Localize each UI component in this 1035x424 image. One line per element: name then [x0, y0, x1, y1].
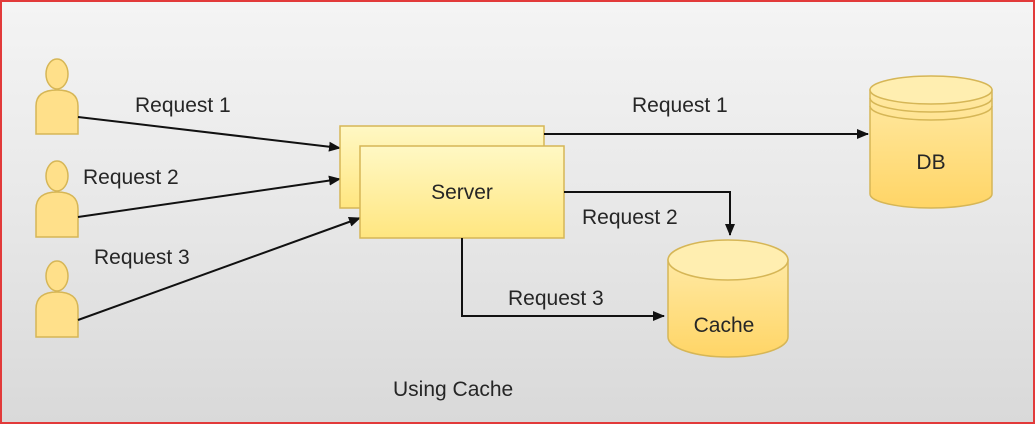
- cache-request-bottom-label: Request 3: [508, 287, 604, 310]
- cache-request-bottom-arrow: [461, 238, 665, 321]
- server-label: Server: [431, 181, 493, 204]
- user-2-icon: [35, 160, 79, 238]
- client-request-1-label: Request 1: [135, 94, 231, 117]
- request-1-arrow: [77, 116, 341, 152]
- client-request-3-label: Request 3: [94, 246, 190, 269]
- user-3-icon: [35, 260, 79, 338]
- db-cylinder: [869, 75, 993, 209]
- client-request-2-label: Request 2: [83, 166, 179, 189]
- cache-request-right-label: Request 2: [582, 206, 678, 229]
- cache-cylinder: [667, 239, 789, 358]
- diagram-caption: Using Cache: [393, 378, 513, 401]
- cache-request-right-arrow: [564, 191, 735, 236]
- request-3-arrow: [77, 217, 361, 321]
- user-1-icon: [35, 58, 79, 135]
- request-2-arrow: [77, 175, 341, 218]
- server-box: [359, 145, 565, 239]
- db-request-label: Request 1: [632, 94, 728, 117]
- db-label: DB: [916, 151, 945, 174]
- cache-label: Cache: [694, 314, 755, 337]
